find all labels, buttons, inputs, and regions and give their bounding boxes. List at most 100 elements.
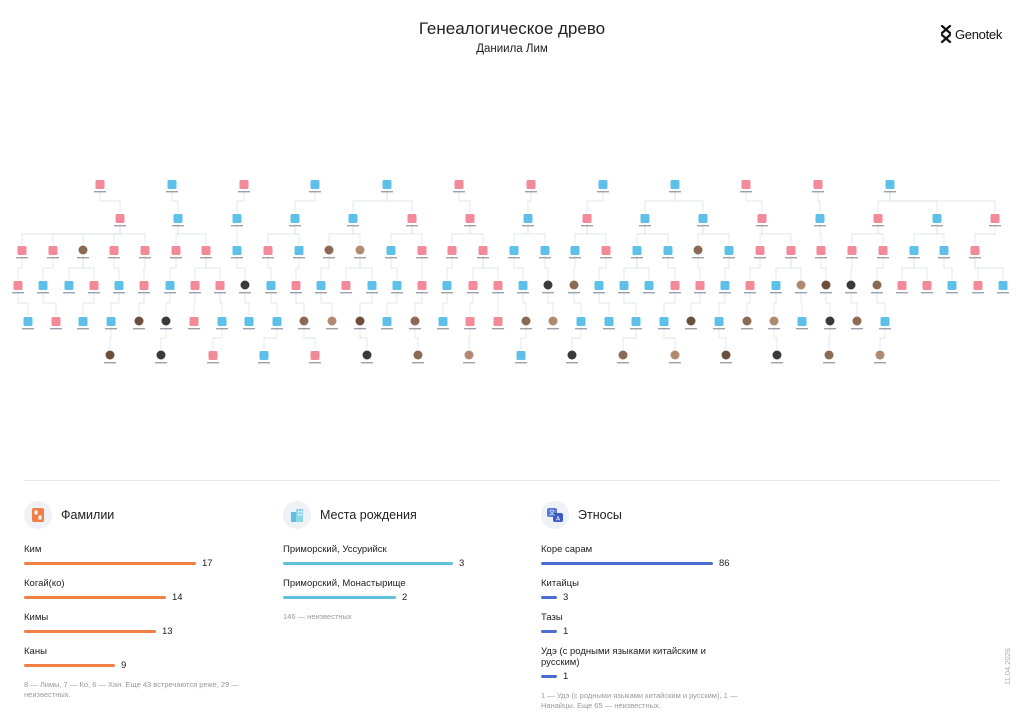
male-node[interactable]: [441, 281, 453, 294]
male-node[interactable]: [643, 281, 655, 294]
male-node[interactable]: [258, 351, 270, 364]
female-node[interactable]: [525, 180, 537, 193]
male-node[interactable]: [631, 246, 643, 259]
person-photo-node[interactable]: [820, 280, 832, 294]
person-photo-node[interactable]: [326, 316, 338, 330]
person-photo-node[interactable]: [354, 316, 366, 330]
male-node[interactable]: [997, 281, 1009, 294]
male-node[interactable]: [814, 214, 826, 227]
female-node[interactable]: [581, 214, 593, 227]
male-node[interactable]: [908, 246, 920, 259]
female-node[interactable]: [406, 214, 418, 227]
person-photo-node[interactable]: [409, 316, 421, 330]
person-photo-node[interactable]: [160, 316, 172, 330]
male-node[interactable]: [231, 214, 243, 227]
male-node[interactable]: [884, 180, 896, 193]
person-photo-node[interactable]: [133, 316, 145, 330]
person-photo-node[interactable]: [542, 280, 554, 294]
male-node[interactable]: [618, 281, 630, 294]
male-node[interactable]: [796, 317, 808, 330]
female-node[interactable]: [207, 351, 219, 364]
female-node[interactable]: [969, 246, 981, 259]
person-photo-node[interactable]: [824, 316, 836, 330]
male-node[interactable]: [166, 180, 178, 193]
male-node[interactable]: [938, 246, 950, 259]
person-photo-node[interactable]: [155, 350, 167, 364]
male-node[interactable]: [366, 281, 378, 294]
female-node[interactable]: [972, 281, 984, 294]
person-photo-node[interactable]: [771, 350, 783, 364]
male-node[interactable]: [293, 246, 305, 259]
person-photo-node[interactable]: [298, 316, 310, 330]
male-node[interactable]: [381, 317, 393, 330]
female-node[interactable]: [340, 281, 352, 294]
person-photo-node[interactable]: [566, 350, 578, 364]
person-photo-node[interactable]: [685, 316, 697, 330]
female-node[interactable]: [921, 281, 933, 294]
female-node[interactable]: [467, 281, 479, 294]
female-node[interactable]: [877, 246, 889, 259]
male-node[interactable]: [931, 214, 943, 227]
female-node[interactable]: [756, 214, 768, 227]
person-photo-node[interactable]: [547, 316, 559, 330]
male-node[interactable]: [347, 214, 359, 227]
person-photo-node[interactable]: [323, 245, 335, 259]
female-node[interactable]: [744, 281, 756, 294]
male-node[interactable]: [289, 214, 301, 227]
male-node[interactable]: [105, 317, 117, 330]
person-photo-node[interactable]: [77, 245, 89, 259]
female-node[interactable]: [669, 281, 681, 294]
male-node[interactable]: [37, 281, 49, 294]
male-node[interactable]: [243, 317, 255, 330]
person-photo-node[interactable]: [795, 280, 807, 294]
male-node[interactable]: [22, 317, 34, 330]
male-node[interactable]: [575, 317, 587, 330]
female-node[interactable]: [785, 246, 797, 259]
person-photo-node[interactable]: [871, 280, 883, 294]
female-node[interactable]: [114, 214, 126, 227]
female-node[interactable]: [16, 246, 28, 259]
female-node[interactable]: [214, 281, 226, 294]
male-node[interactable]: [315, 281, 327, 294]
male-node[interactable]: [879, 317, 891, 330]
male-node[interactable]: [517, 281, 529, 294]
male-node[interactable]: [713, 317, 725, 330]
female-node[interactable]: [846, 246, 858, 259]
female-node[interactable]: [464, 214, 476, 227]
male-node[interactable]: [172, 214, 184, 227]
female-node[interactable]: [754, 246, 766, 259]
male-node[interactable]: [697, 214, 709, 227]
female-node[interactable]: [815, 246, 827, 259]
female-node[interactable]: [108, 246, 120, 259]
female-node[interactable]: [238, 180, 250, 193]
female-node[interactable]: [170, 246, 182, 259]
male-node[interactable]: [271, 317, 283, 330]
person-photo-node[interactable]: [412, 350, 424, 364]
male-node[interactable]: [309, 180, 321, 193]
male-node[interactable]: [630, 317, 642, 330]
female-node[interactable]: [492, 317, 504, 330]
female-node[interactable]: [188, 317, 200, 330]
person-photo-node[interactable]: [874, 350, 886, 364]
male-node[interactable]: [113, 281, 125, 294]
male-node[interactable]: [515, 351, 527, 364]
female-node[interactable]: [47, 246, 59, 259]
person-photo-node[interactable]: [239, 280, 251, 294]
genotek-logo[interactable]: Genotek: [940, 25, 1002, 43]
female-node[interactable]: [453, 180, 465, 193]
person-photo-node[interactable]: [845, 280, 857, 294]
female-node[interactable]: [694, 281, 706, 294]
male-node[interactable]: [391, 281, 403, 294]
male-node[interactable]: [770, 281, 782, 294]
male-node[interactable]: [265, 281, 277, 294]
female-node[interactable]: [200, 246, 212, 259]
male-node[interactable]: [719, 281, 731, 294]
male-node[interactable]: [539, 246, 551, 259]
male-node[interactable]: [569, 246, 581, 259]
female-node[interactable]: [12, 281, 24, 294]
female-node[interactable]: [446, 246, 458, 259]
female-node[interactable]: [189, 281, 201, 294]
female-node[interactable]: [740, 180, 752, 193]
female-node[interactable]: [492, 281, 504, 294]
female-node[interactable]: [896, 281, 908, 294]
